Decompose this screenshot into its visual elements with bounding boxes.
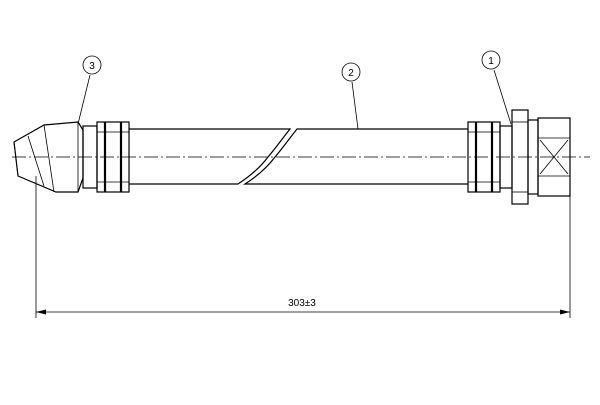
angled-end-fitting <box>13 121 130 193</box>
overall-length-dimension: 303±3 <box>35 176 571 318</box>
dimension-arrow-right <box>560 309 570 315</box>
callout-2-label: 2 <box>348 68 354 79</box>
hose-body <box>129 128 468 185</box>
callout-3-label: 3 <box>89 61 95 72</box>
callout-3: 3 <box>77 55 102 125</box>
right-fitting <box>467 109 571 205</box>
callout-2: 2 <box>341 62 361 130</box>
dimension-arrow-left <box>36 309 46 315</box>
callout-1: 1 <box>481 50 512 125</box>
dimension-label: 303±3 <box>288 298 316 309</box>
callout-1-label: 1 <box>488 56 494 67</box>
